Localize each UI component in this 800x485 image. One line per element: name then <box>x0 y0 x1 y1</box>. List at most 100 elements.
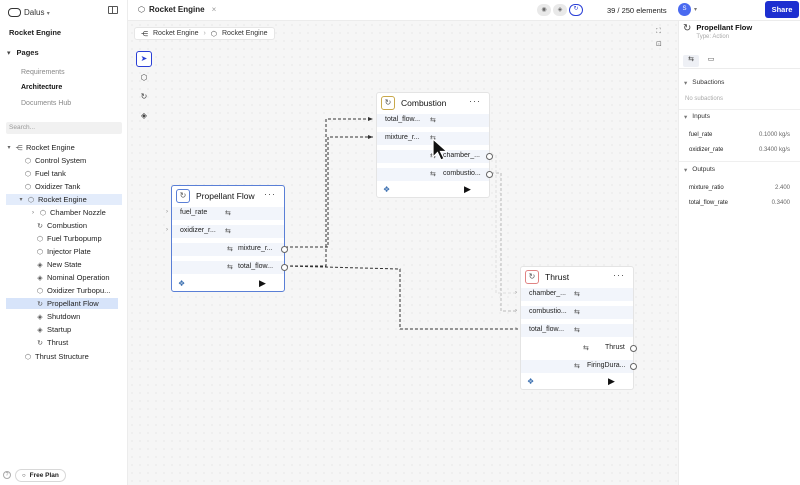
port-label: fuel_rate <box>180 209 208 216</box>
tree-item[interactable]: ⬡ Control System <box>24 155 86 166</box>
settings-sliders-icon[interactable]: ⇆ <box>683 55 699 67</box>
avatar[interactable]: S <box>678 3 691 16</box>
more-options-icon[interactable]: ··· <box>613 270 625 280</box>
cycle-icon: ↻ <box>37 339 43 347</box>
fit-view-icon[interactable]: ⊡ <box>656 41 662 48</box>
pages-heading: Pages <box>16 48 39 57</box>
node-propellant-flow[interactable]: ↻ Propellant Flow ··· › fuel_rate ⇆ › ox… <box>166 185 288 292</box>
tree-item[interactable]: ▾ ⋲ Rocket Engine <box>6 142 74 153</box>
free-plan-button[interactable]: ○ Free Plan <box>15 469 66 482</box>
node-title: Combustion <box>401 98 447 108</box>
chevron-down-icon[interactable]: ▾ <box>694 7 698 13</box>
output-port-dot[interactable] <box>486 153 493 160</box>
tree-item[interactable]: ⬡ Fuel tank <box>24 168 66 179</box>
play-icon[interactable]: ▶ <box>608 376 615 386</box>
fullscreen-icon[interactable]: ⛶ <box>656 28 661 35</box>
cycle-icon: ↻ <box>525 270 539 284</box>
tree-item[interactable]: ◈ New State <box>36 259 81 270</box>
chevron-right-icon: › <box>515 326 517 332</box>
tree-item[interactable]: ⬡ Oxidizer Tank <box>24 181 80 192</box>
diagram-canvas[interactable]: ⋲ Rocket Engine › ⬡ Rocket Engine ➤ ⬡ ↻ … <box>128 21 678 485</box>
close-icon[interactable]: × <box>211 5 217 14</box>
input-port-row[interactable]: › total_flow... ⇆ <box>515 324 633 337</box>
output-port-dot[interactable] <box>281 264 288 271</box>
output-port-dot[interactable] <box>486 171 493 178</box>
output-property-row[interactable]: total_flow_rate 0.3400 <box>689 200 790 206</box>
output-port-row[interactable]: ⇆ total_flow... <box>172 261 288 274</box>
inputs-section-toggle[interactable]: ▾ Inputs <box>684 113 710 121</box>
outputs-section-toggle[interactable]: ▾ Outputs <box>684 166 715 174</box>
subactions-section-toggle[interactable]: ▾ Subactions <box>684 79 724 87</box>
tree-item[interactable]: ◈ Shutdown <box>36 311 80 322</box>
play-icon[interactable]: ▶ <box>464 184 471 194</box>
output-port-row[interactable]: ⇆ Thrust <box>521 342 637 355</box>
cycle-icon: ↻ <box>37 300 43 308</box>
breadcrumb-item[interactable]: Rocket Engine <box>153 30 199 37</box>
python-icon[interactable]: ❖ <box>383 185 391 194</box>
input-port-row[interactable]: › oxidizer_r... ⇆ <box>166 225 284 238</box>
python-icon[interactable]: ❖ <box>527 377 535 386</box>
diamond-icon[interactable]: ◈ <box>140 111 148 120</box>
page-link-architecture[interactable]: Architecture <box>21 84 63 91</box>
cycle-icon[interactable]: ↻ <box>140 92 148 101</box>
port-label: chamber_... <box>529 290 566 297</box>
input-property-row[interactable]: oxidizer_rate 0.3400 kg/s <box>689 147 790 153</box>
page-link-documents-hub[interactable]: Documents Hub <box>21 100 72 107</box>
comment-icon[interactable]: ▭ <box>707 56 715 63</box>
more-options-icon[interactable]: ··· <box>264 189 276 199</box>
help-icon[interactable]: ? <box>3 471 11 479</box>
workspace-switcher[interactable]: Dalus ▾ <box>8 6 50 18</box>
hide-icon[interactable]: ◉ <box>537 4 551 16</box>
tree-item[interactable]: ↻ Combustion <box>36 220 87 231</box>
input-port-row[interactable]: › chamber_... ⇆ <box>515 288 633 301</box>
swap-icon: ⇆ <box>227 246 233 253</box>
property-value: 2.400 <box>774 185 790 191</box>
output-property-row[interactable]: mixture_ratio 2.400 <box>689 185 790 191</box>
node-combustion[interactable]: ↻ Combustion ··· total_flow... ⇆ mixture… <box>376 92 493 198</box>
node-thrust[interactable]: ↻ Thrust ··· › chamber_... ⇆ › combustio… <box>515 266 637 390</box>
tree-item[interactable]: ⬡ Fuel Turbopump <box>36 233 102 244</box>
document-tab[interactable]: ⬡ Rocket Engine × <box>138 5 216 14</box>
tree-item[interactable]: › ⬡ Chamber Nozzle <box>30 207 106 218</box>
output-port-dot[interactable] <box>630 363 637 370</box>
input-port-row[interactable]: total_flow... ⇆ <box>377 114 489 127</box>
tree-item[interactable]: ⬡ Oxidizer Turbopu... <box>36 285 110 296</box>
breadcrumb-item[interactable]: Rocket Engine <box>222 30 268 37</box>
cycle-icon[interactable]: ↻ <box>569 4 583 16</box>
tree-search-input[interactable]: Search... <box>6 122 122 134</box>
tree-item[interactable]: ◈ Nominal Operation <box>36 272 109 283</box>
diamond-icon: ◈ <box>37 274 43 282</box>
input-port-row[interactable]: › fuel_rate ⇆ <box>166 207 284 220</box>
input-port-row[interactable]: › combustio... ⇆ <box>515 306 633 319</box>
sidebar-toggle-icon[interactable] <box>108 6 118 14</box>
output-port-row[interactable]: ⇆ mixture_r... <box>172 243 288 256</box>
pages-section-toggle[interactable]: ▾ Pages <box>7 48 39 57</box>
output-port-dot[interactable] <box>630 345 637 352</box>
output-port-dot[interactable] <box>281 246 288 253</box>
page-link-requirements[interactable]: Requirements <box>21 69 65 76</box>
input-property-row[interactable]: fuel_rate 0.1000 kg/s <box>689 132 790 138</box>
diamond-icon[interactable]: ◈ <box>553 4 567 16</box>
python-icon[interactable]: ❖ <box>178 279 186 288</box>
tree-item[interactable]: ◈ Startup <box>36 324 71 335</box>
output-port-row[interactable]: ⇆ combustio... <box>377 168 493 181</box>
tree-item[interactable]: ▾ ⬡ Rocket Engine <box>6 194 122 205</box>
tree-item-label: Oxidizer Tank <box>35 182 81 191</box>
pointer-icon[interactable]: ➤ <box>136 51 152 67</box>
tree-item[interactable]: ↻ Propellant Flow <box>6 298 118 309</box>
cube-icon: ⬡ <box>27 196 35 204</box>
swap-icon: ⇆ <box>430 171 436 178</box>
cube-icon: ⬡ <box>24 170 32 178</box>
panel-tabs: ⇆ ▭ <box>679 53 800 69</box>
tree-item[interactable]: ⬡ Thrust Structure <box>24 351 89 362</box>
tree-item[interactable]: ⬡ Injector Plate <box>36 246 91 257</box>
tree-item[interactable]: ↻ Thrust <box>36 337 68 348</box>
play-icon[interactable]: ▶ <box>259 278 266 288</box>
swap-icon: ⇆ <box>430 117 436 124</box>
output-port-row[interactable]: ⇆ FiringDura... <box>521 360 637 373</box>
more-options-icon[interactable]: ··· <box>469 96 481 106</box>
share-button[interactable]: Share <box>765 1 799 18</box>
cube-icon[interactable]: ⬡ <box>140 73 148 82</box>
document-tab-label: Rocket Engine <box>148 5 205 14</box>
swap-icon: ⇆ <box>574 363 580 370</box>
